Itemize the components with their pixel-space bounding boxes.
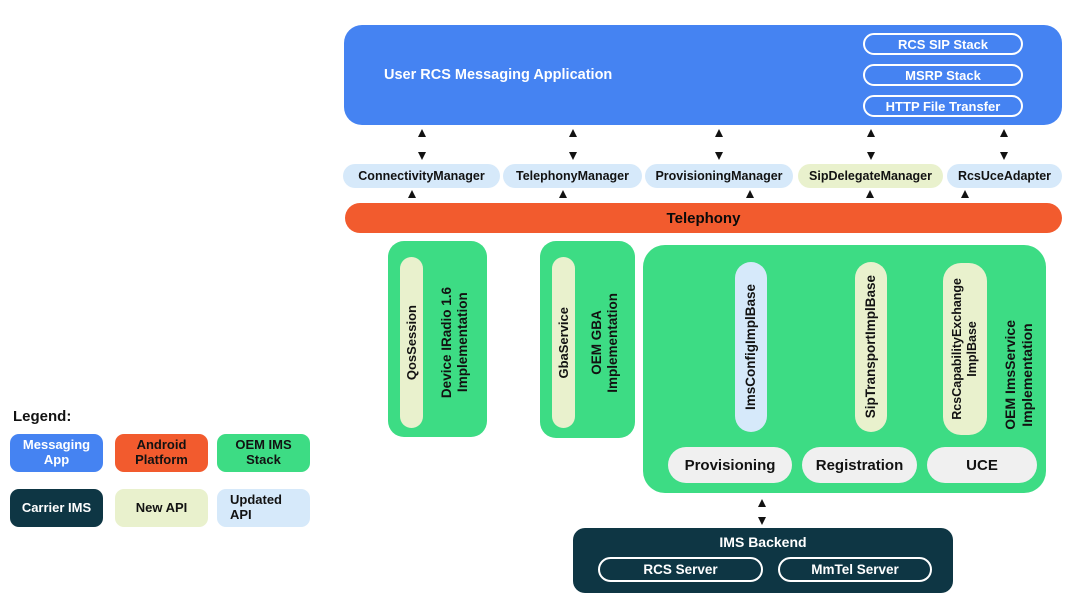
arrow-up-icon	[558, 190, 567, 198]
msrp-stack-pill: MSRP Stack	[863, 64, 1023, 86]
oem-ims-service-impl-label: OEM ImsService Implementation	[1002, 320, 1035, 430]
ims-backend-title: IMS Backend	[719, 534, 807, 550]
mmtel-server-pill: MmTel Server	[778, 557, 932, 582]
rcs-sip-stack-pill: RCS SIP Stack	[863, 33, 1023, 55]
qos-session-pill: QosSession	[400, 257, 423, 428]
user-rcs-messaging-application-box: User RCS Messaging Application RCS SIP S…	[344, 25, 1062, 125]
arrow-up-icon	[417, 129, 426, 137]
legend-messaging-app: Messaging App	[10, 434, 103, 472]
arrow-up-icon	[568, 129, 577, 137]
legend-title: Legend:	[13, 408, 72, 425]
arrow-up-icon	[745, 190, 754, 198]
rcs-capability-exchange-pill: RcsCapabilityExchange ImplBase	[943, 263, 987, 435]
oem-gba-impl: OEM GBA Implementation	[578, 257, 632, 428]
provisioning-pill: Provisioning	[668, 447, 792, 483]
device-iradio-impl: Device IRadio 1.6 Implementation	[426, 257, 484, 428]
http-file-transfer-pill: HTTP File Transfer	[863, 95, 1023, 117]
arrow-down-icon	[417, 152, 426, 160]
legend-carrier-ims: Carrier IMS	[10, 489, 103, 527]
telephony-manager-pill: TelephonyManager	[503, 164, 642, 188]
device-iradio-impl-label: Device IRadio 1.6 Implementation	[438, 286, 470, 399]
arrow-down-icon	[866, 152, 875, 160]
oem-ims-service-impl: OEM ImsService Implementation	[995, 275, 1043, 475]
legend-new-api: New API	[115, 489, 208, 527]
arrow-up-icon	[865, 190, 874, 198]
gba-service-pill: GbaService	[552, 257, 575, 428]
arrow-down-icon	[714, 152, 723, 160]
device-iradio-box: QosSession Device IRadio 1.6 Implementat…	[388, 241, 487, 437]
sip-transport-impl-base-label: SipTransportImplBase	[862, 275, 878, 419]
oem-gba-impl-label: OEM GBA Implementation	[588, 292, 620, 393]
gba-service-label: GbaService	[555, 306, 571, 379]
rcs-server-pill: RCS Server	[598, 557, 763, 582]
oem-ims-service-box: ImsConfigImplBase SipTransportImplBase R…	[643, 245, 1046, 493]
arrow-up-icon	[999, 129, 1008, 137]
legend-android-platform: Android Platform	[115, 434, 208, 472]
sip-delegate-manager-pill: SipDelegateManager	[798, 164, 943, 188]
legend-oem-ims-stack: OEM IMS Stack	[217, 434, 310, 472]
arrow-down-icon	[568, 152, 577, 160]
arrow-up-icon	[757, 499, 766, 507]
uce-pill: UCE	[927, 447, 1037, 483]
arrow-up-icon	[714, 129, 723, 137]
registration-pill: Registration	[802, 447, 917, 483]
arrow-up-icon	[407, 190, 416, 198]
arrow-down-icon	[757, 517, 766, 525]
arrow-up-icon	[960, 190, 969, 198]
arrow-down-icon	[999, 152, 1008, 160]
ims-backend-box: IMS Backend RCS Server MmTel Server	[573, 528, 953, 593]
oem-gba-box: GbaService OEM GBA Implementation	[540, 241, 635, 438]
qos-session-label: QosSession	[403, 304, 419, 381]
ims-config-impl-base-label: ImsConfigImplBase	[742, 283, 758, 411]
ims-config-impl-base-pill: ImsConfigImplBase	[735, 262, 767, 432]
provisioning-manager-pill: ProvisioningManager	[645, 164, 793, 188]
telephony-bar: Telephony	[345, 203, 1062, 233]
legend-updated-api: Updated API	[217, 489, 310, 527]
rcs-capability-exchange-label: RcsCapabilityExchange ImplBase	[950, 278, 979, 420]
connectivity-manager-pill: ConnectivityManager	[343, 164, 500, 188]
sip-transport-impl-base-pill: SipTransportImplBase	[855, 262, 887, 432]
rcs-uce-adapter-pill: RcsUceAdapter	[947, 164, 1062, 188]
app-box-title: User RCS Messaging Application	[384, 67, 613, 83]
arrow-up-icon	[866, 129, 875, 137]
